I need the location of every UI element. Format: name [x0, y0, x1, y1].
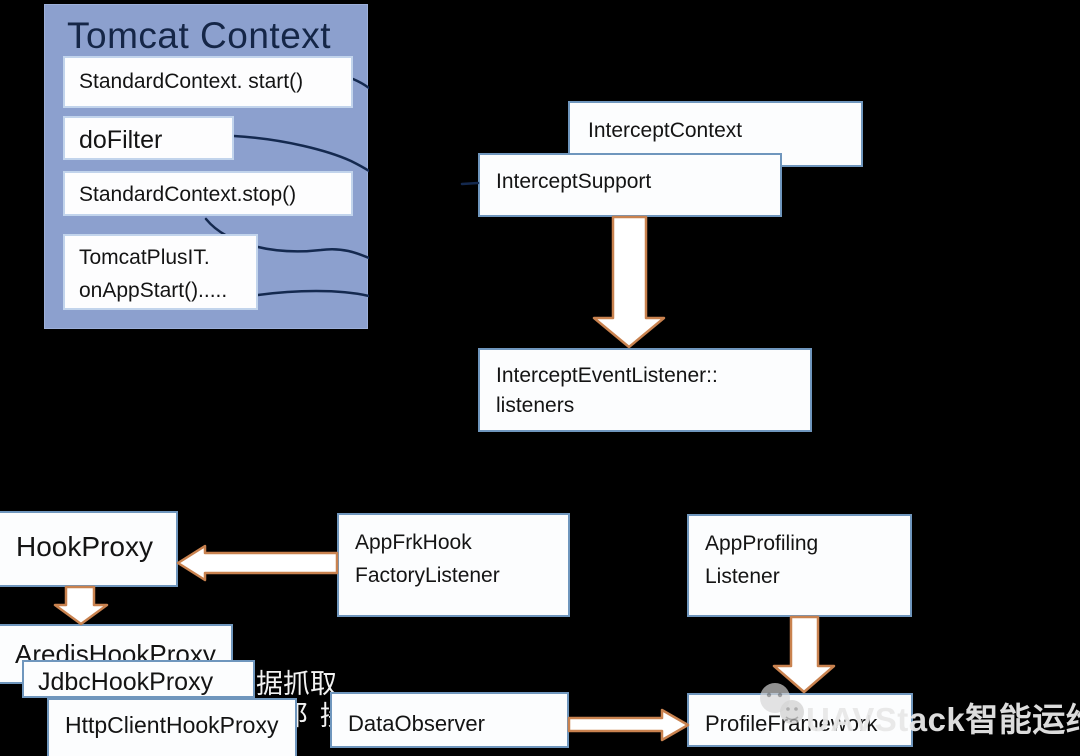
uavstack-watermark: UAVStack智能运维	[806, 701, 1080, 738]
tomcat-context-panel: Tomcat Context StandardContext. start() …	[44, 4, 369, 329]
box-tomcatplusit-onappstart: TomcatPlusIT. onAppStart().....	[63, 234, 258, 310]
box-httpclient-hook-proxy: HttpClientHookProxy	[47, 698, 297, 756]
box-intercept-event-listener: InterceptEventListener:: listeners	[478, 348, 812, 432]
box-appprofiling-listener: AppProfiling Listener	[687, 514, 912, 617]
curve-start-out	[351, 77, 369, 90]
box-standardcontext-start: StandardContext. start()	[63, 56, 353, 108]
box-hook-proxy: HookProxy	[0, 511, 178, 587]
uavstack-ghost-icon	[760, 683, 804, 724]
box-standardcontext-stop: StandardContext.stop()	[63, 171, 353, 216]
box-jdbc-hook-proxy: JdbcHookProxy	[22, 660, 255, 698]
box-intercept-support: InterceptSupport	[478, 153, 782, 217]
caption-data-capture: 据抓取	[256, 669, 337, 700]
box-appfrkhook-factory-listener: AppFrkHook FactoryListener	[337, 513, 570, 617]
arrow-interceptsupport-to-eventlistener	[592, 215, 666, 349]
box-dofilter: doFilter	[63, 116, 234, 160]
tomcat-context-title: Tomcat Context	[67, 15, 332, 56]
connector-stub-intercept-support	[460, 181, 480, 186]
arrow-hookproxy-to-aredis	[53, 585, 109, 626]
arrow-dataobserver-to-profileframework	[567, 708, 690, 742]
curve-dofilter-out	[232, 134, 369, 173]
curve-onappstart-out	[256, 289, 369, 298]
box-data-observer: DataObserver	[330, 692, 569, 748]
arrow-appfrkhook-to-hookproxy	[176, 544, 339, 582]
